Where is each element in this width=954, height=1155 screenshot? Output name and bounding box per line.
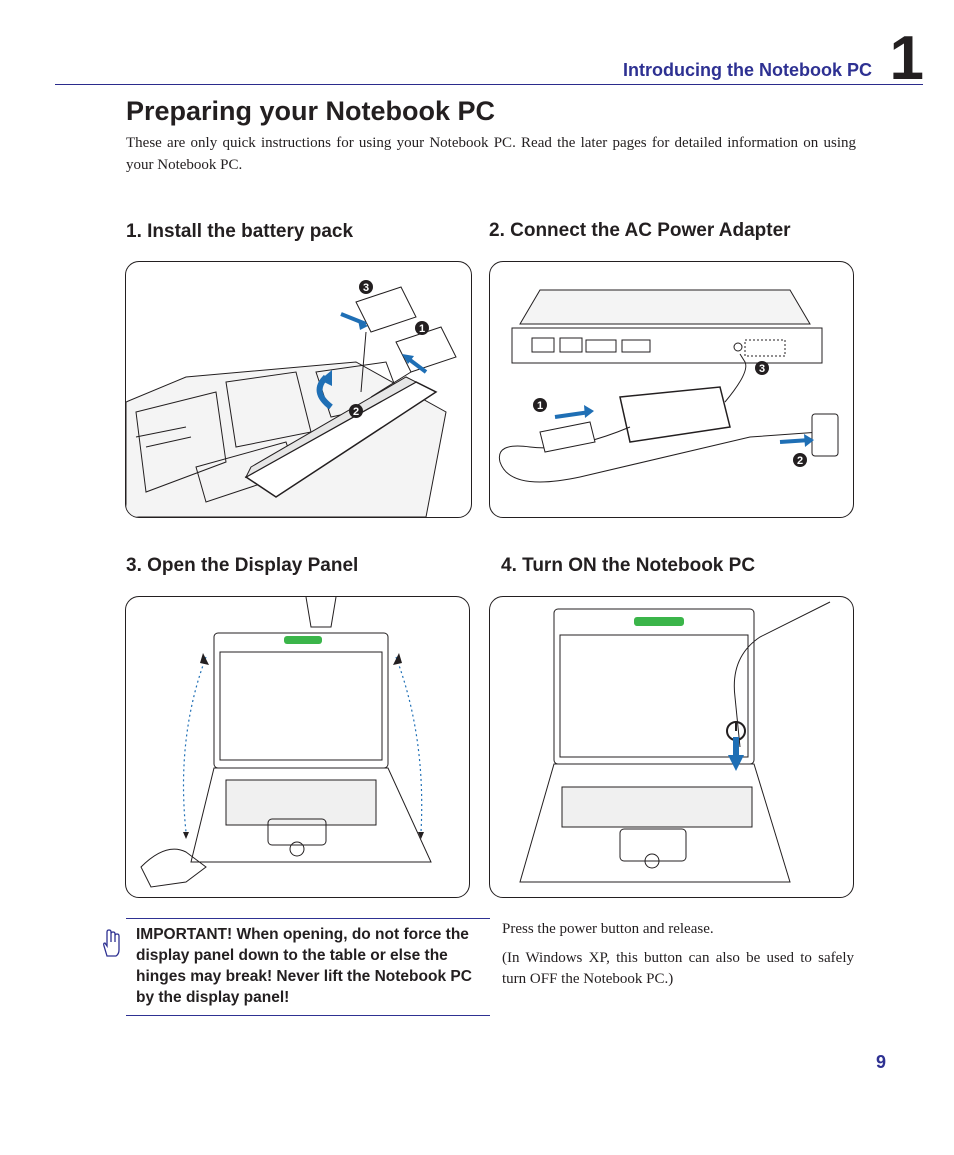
power-instruction-line-2: (In Windows XP, this button can also be … [502, 950, 854, 987]
callout-2: 2 [353, 406, 359, 418]
page-title: Preparing your Notebook PC [126, 96, 496, 126]
page-number: 9 [875, 1052, 886, 1072]
header-rule [55, 84, 923, 85]
step-1-title: 1. Install the battery pack [126, 221, 354, 242]
power-on-illustration [489, 596, 854, 898]
ac-adapter-illustration: 1 2 3 [489, 261, 854, 518]
open-display-illustration [125, 596, 470, 898]
ac-callout-2-badge [793, 453, 807, 467]
intro-paragraph: These are only quick instructions for us… [126, 135, 856, 173]
ac-callout-2: 2 [797, 455, 803, 467]
chapter-number: 1 [889, 24, 924, 93]
power-instruction-line-1: Press the power button and release. [502, 921, 714, 937]
chapter-title: Introducing the Notebook PC [623, 60, 872, 80]
ac-callout-1: 1 [537, 400, 543, 412]
step-2-title: 2. Connect the AC Power Adapter [489, 220, 791, 241]
callout-2-badge [349, 404, 363, 418]
ac-callout-3: 3 [759, 363, 765, 375]
callout-3-badge [359, 280, 373, 294]
hand-pointer-icon [100, 928, 122, 963]
step-3-title: 3. Open the Display Panel [126, 555, 359, 576]
callout-1-badge [415, 321, 429, 335]
battery-illustration: 3 1 2 [125, 261, 472, 518]
ac-callout-3-badge [755, 361, 769, 375]
ac-callout-1-badge [533, 398, 547, 412]
important-note-box [126, 918, 490, 1016]
callout-1: 1 [419, 323, 425, 335]
step-4-title: 4. Turn ON the Notebook PC [501, 555, 756, 576]
callout-3: 3 [363, 282, 369, 294]
important-note-text: IMPORTANT! When opening, do not force th… [136, 926, 472, 1006]
